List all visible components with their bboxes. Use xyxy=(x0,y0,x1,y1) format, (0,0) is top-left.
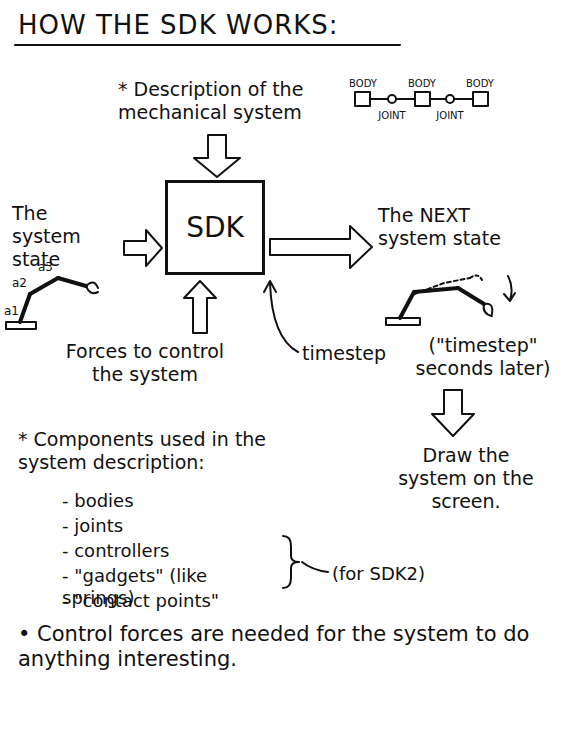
forces-label: Forces to control the system xyxy=(60,340,230,386)
timestep-leader xyxy=(264,281,298,352)
box-label: SDK xyxy=(186,211,244,244)
body-label: BODY xyxy=(408,78,436,90)
brace xyxy=(283,536,328,588)
control-forces-note: • Control forces are needed for the syst… xyxy=(18,622,548,672)
component-item: - "contact points" xyxy=(62,590,282,612)
output-arrow-down xyxy=(432,390,474,436)
joint-label: JOINT xyxy=(432,110,468,122)
robot-arm-next xyxy=(386,275,515,325)
link-label: a1 xyxy=(4,304,26,318)
link-label: a2 xyxy=(12,276,34,290)
input-arrow-down xyxy=(194,135,240,177)
component-item: - joints xyxy=(62,515,282,537)
input-state-label: The system state xyxy=(12,202,122,270)
components-heading: * Components used in the system descript… xyxy=(18,428,303,474)
body-joint-chain xyxy=(355,92,488,106)
output-arrow-right xyxy=(270,226,372,268)
system-description-note: * Description of the mechanical system xyxy=(118,78,340,124)
timestep-label: timestep xyxy=(302,342,402,365)
timestep-note: ("timestep" seconds later) xyxy=(408,334,558,380)
link-label: a3 xyxy=(38,260,60,274)
sdk-box: SDK xyxy=(165,180,265,275)
body-label: BODY xyxy=(466,78,494,90)
title-underline xyxy=(15,44,400,46)
draw-step-label: Draw the system on the screen. xyxy=(396,444,536,512)
component-item: - bodies xyxy=(62,490,282,512)
input-arrow-up xyxy=(184,281,216,333)
body-label: BODY xyxy=(349,78,377,90)
page-title: HOW THE SDK WORKS: xyxy=(18,10,339,41)
component-item: - controllers xyxy=(62,540,282,562)
joint-label: JOINT xyxy=(374,110,410,122)
input-arrow-right xyxy=(124,230,162,266)
output-state-label: The NEXT system state xyxy=(378,204,518,250)
sdk2-note: (for SDK2) xyxy=(332,563,472,585)
